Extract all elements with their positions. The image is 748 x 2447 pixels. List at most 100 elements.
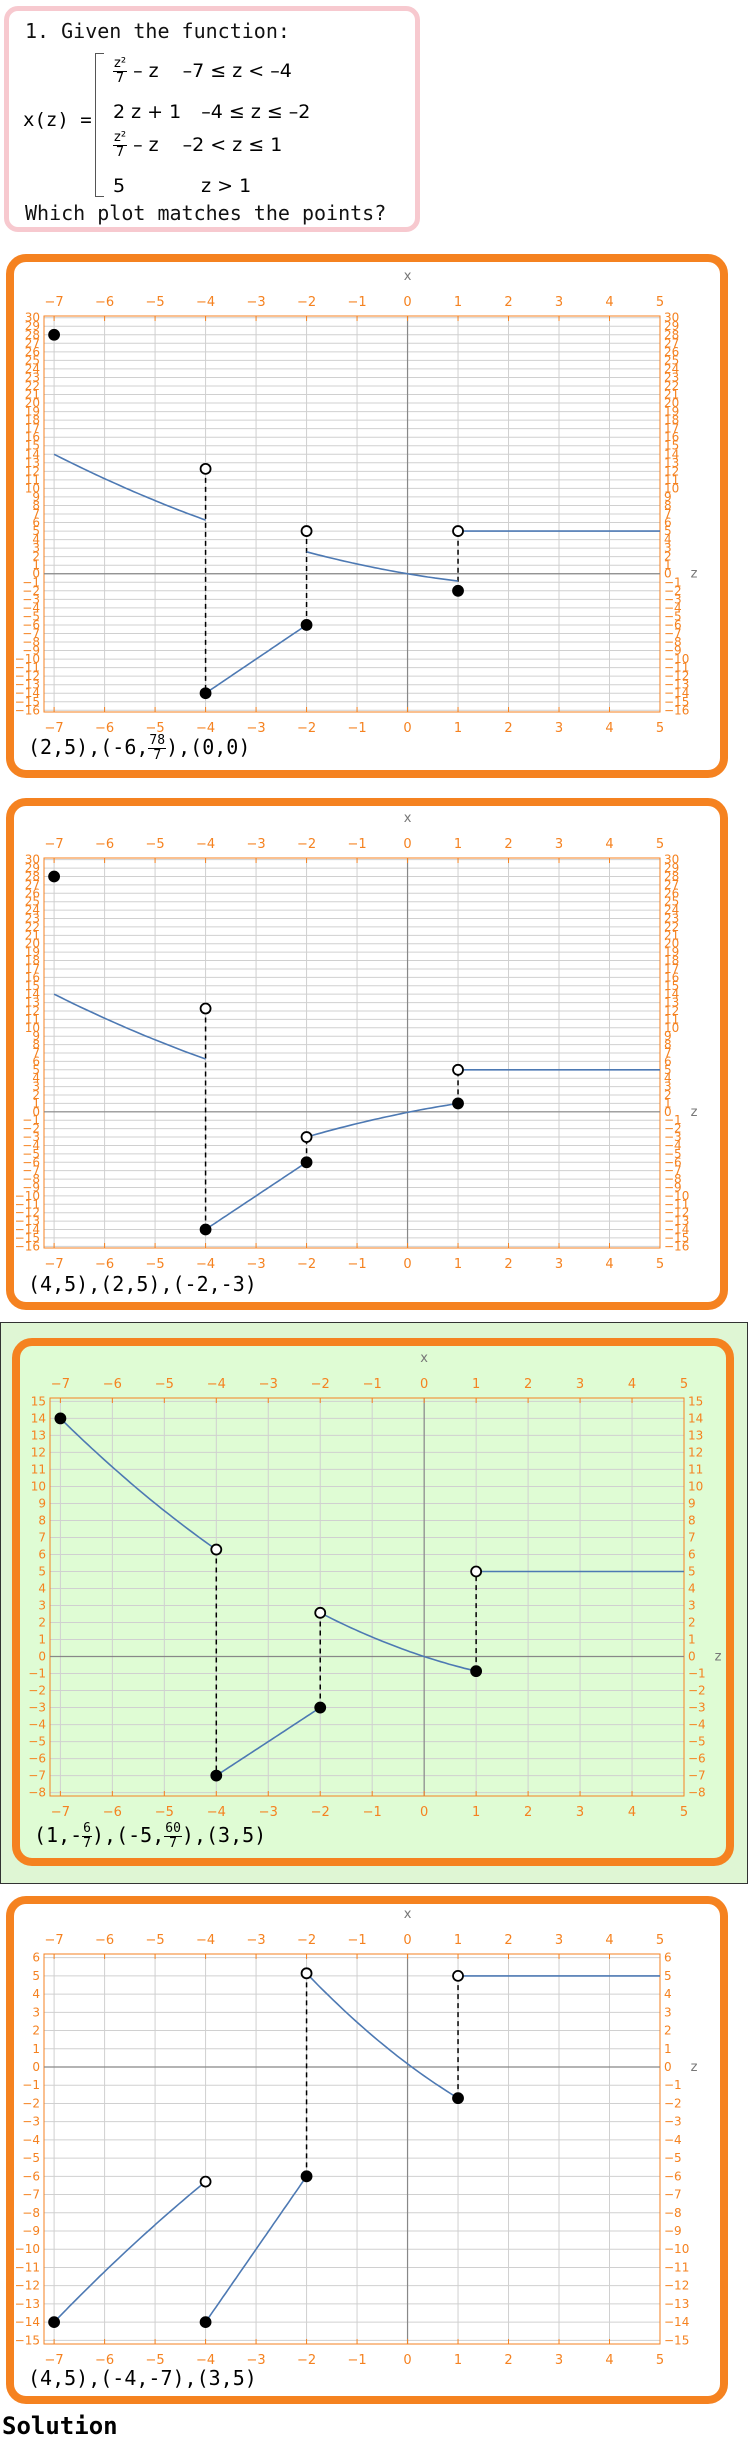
closed-point [54,1412,67,1425]
y-tick-label: −10 [664,652,689,666]
y-tick-label: −7 [22,1164,40,1178]
x-tick-label: 3 [576,1805,584,1820]
solution-heading[interactable]: Solution [2,2412,118,2440]
closed-point [300,2170,313,2183]
y-tick-label: 7 [32,1046,40,1060]
y-tick-label: 6 [38,1547,46,1561]
plot-frame [43,315,661,713]
y-tick-label: 15 [25,979,40,993]
option-4-plot: −7−7−6−6−5−5−4−4−3−3−2−2−1−1001122334455… [15,1907,698,2368]
y-tick-label: −6 [28,1752,46,1766]
y-axis-label: z [715,1650,722,1665]
y-tick-label: 0 [32,567,40,581]
y-tick-label: 5 [664,524,672,538]
x-tick-label: 4 [605,721,613,736]
y-tick-label: 15 [664,439,679,453]
y-tick-label: 3 [32,2005,40,2019]
y-tick-label: 8 [32,1038,40,1052]
y-tick-label: −3 [22,1130,40,1144]
y-tick-label: 18 [25,954,40,968]
y-tick-label: −5 [664,609,682,623]
y-tick-label: 5 [664,1063,672,1077]
y-tick-label: 3 [664,541,672,555]
y-tick-label: −2 [664,2096,682,2110]
y-tick-label: 22 [25,920,40,934]
y-tick-label: 19 [664,405,679,419]
y-tick-label: −6 [664,1155,682,1169]
x-tick-label: −3 [246,295,265,310]
x-tick-label: −3 [246,837,265,852]
y-tick-label: 6 [32,1054,40,1068]
y-tick-label: 0 [32,2060,40,2074]
x-tick-label: −4 [196,1933,215,1948]
y-tick-label: −3 [664,1130,682,1144]
y-tick-label: 4 [38,1581,46,1595]
y-tick-label: 20 [664,937,679,951]
y-tick-label: −2 [688,1684,706,1698]
y-tick-label: 5 [664,1969,672,1983]
y-tick-label: 26 [25,345,40,359]
y-tick-label: −6 [22,2169,40,2183]
x-tick-label: 5 [656,2353,664,2368]
y-tick-label: −12 [664,2279,689,2293]
y-tick-label: 30 [25,311,40,325]
y-tick-label: 3 [38,1599,46,1613]
x-tick-label: −5 [145,2353,164,2368]
y-tick-label: −12 [664,1206,689,1220]
y-tick-label: 1 [32,2042,40,2056]
y-tick-label: 5 [32,524,40,538]
x-tick-label: −6 [95,1933,114,1948]
y-tick-label: 27 [664,336,679,350]
x-tick-label: 1 [454,2353,462,2368]
y-tick-label: 13 [664,996,679,1010]
y-tick-label: 2 [664,1088,672,1102]
y-tick-label: 23 [25,370,40,384]
y-tick-label: 0 [664,2060,672,2074]
y-tick-label: 5 [688,1564,696,1578]
y-tick-label: 2 [32,550,40,564]
y-tick-label: 23 [25,912,40,926]
x-tick-label: −7 [45,721,64,736]
y-tick-label: 8 [664,1038,672,1052]
y-tick-label: −15 [15,2333,40,2347]
open-point [300,525,313,537]
case-3-rest: – z [133,134,159,156]
curve-segment [306,1972,459,2099]
x-tick-label: −5 [155,1805,174,1820]
y-tick-label: 12 [25,464,40,478]
y-tick-label: 26 [664,886,679,900]
y-tick-label: 17 [664,962,679,976]
y-tick-label: −8 [688,1786,706,1800]
x-tick-label: 3 [555,837,563,852]
y-tick-label: 24 [25,362,40,376]
y-tick-label: 9 [32,490,40,504]
y-tick-label: 4 [664,1987,672,2001]
closed-point [314,1701,327,1714]
y-tick-label: 21 [664,388,679,402]
y-tick-label: 26 [664,345,679,359]
x-tick-label: 2 [524,1377,532,1392]
case-4-expr: 5 [113,175,126,197]
closed-point [300,1156,313,1169]
y-tick-label: −13 [664,2297,689,2311]
y-tick-label: 18 [664,954,679,968]
y-tick-label: 21 [25,928,40,942]
x-tick-label: −2 [297,1257,316,1272]
y-tick-label: −14 [15,2315,40,2329]
question-title: 1. Given the function: [25,19,290,43]
y-tick-label: 0 [664,1105,672,1119]
x-tick-label: −1 [363,1805,382,1820]
y-tick-label: −9 [664,1180,682,1194]
y-tick-label: −10 [664,1189,689,1203]
case-3-condition: –2 < z ≤ 1 [182,134,283,156]
y-tick-label: 1 [664,558,672,572]
x-tick-label: 4 [628,1377,636,1392]
y-tick-label: −6 [688,1752,706,1766]
x-tick-label: −3 [246,1933,265,1948]
